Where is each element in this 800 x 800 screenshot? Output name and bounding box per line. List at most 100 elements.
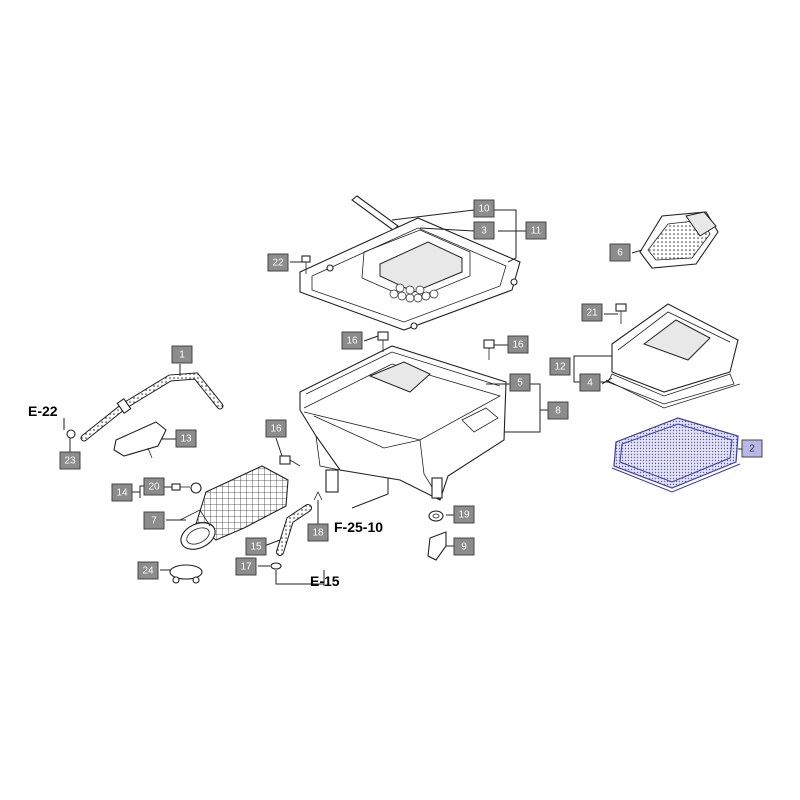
- callout-21[interactable]: 21: [581, 303, 603, 322]
- callout-number: 23: [64, 456, 76, 467]
- callout-box[interactable]: [341, 331, 363, 350]
- callout-box[interactable]: [235, 557, 257, 576]
- callout-box[interactable]: [549, 357, 571, 376]
- callout-box[interactable]: [265, 419, 287, 438]
- callout-16[interactable]: 16: [507, 335, 529, 354]
- callout-number: 11: [531, 226, 542, 237]
- part-17-clip: [270, 562, 282, 570]
- part-10-strip: [351, 195, 399, 231]
- leader-lines: [63, 209, 742, 586]
- callout-box[interactable]: [59, 451, 81, 470]
- part-13-cap: [113, 421, 167, 459]
- part-18-clip: [313, 491, 323, 501]
- callout-box[interactable]: [547, 401, 569, 420]
- callout-box[interactable]: [175, 429, 197, 448]
- callout-number: 22: [272, 258, 284, 269]
- callout-13[interactable]: 13: [175, 429, 197, 448]
- part-2-air-filter[interactable]: [611, 417, 741, 493]
- part-7-intake-duct: [179, 465, 289, 550]
- callout-box[interactable]: [741, 439, 763, 458]
- ref-e22[interactable]: E-22: [28, 403, 58, 419]
- part-3-cover-gasket: [299, 217, 521, 331]
- callout-box[interactable]: [473, 221, 495, 240]
- callout-number: 16: [270, 424, 282, 435]
- callout-box[interactable]: [143, 477, 165, 496]
- callout-16[interactable]: 16: [341, 331, 363, 350]
- callout-6[interactable]: 6: [609, 243, 631, 262]
- callout-box[interactable]: [245, 537, 267, 556]
- callout-19[interactable]: 19: [453, 505, 475, 524]
- callout-14[interactable]: 14: [111, 483, 133, 502]
- part-23-clip: [66, 429, 76, 439]
- callout-24[interactable]: 24: [137, 561, 159, 580]
- callout-box[interactable]: [267, 253, 289, 272]
- part-20-screw: [171, 482, 202, 494]
- callout-22[interactable]: 22: [267, 253, 289, 272]
- part-6-grille: [639, 211, 719, 269]
- callout-18[interactable]: 18: [307, 523, 329, 542]
- callout-box[interactable]: [473, 199, 495, 218]
- callout-11[interactable]: 11: [525, 221, 547, 240]
- callout-2[interactable]: 2: [741, 439, 763, 458]
- part-22-bolt: [301, 255, 311, 274]
- callout-9[interactable]: 9: [453, 537, 475, 556]
- callout-17[interactable]: 17: [235, 557, 257, 576]
- callout-number: 10: [478, 204, 490, 215]
- callout-box[interactable]: [453, 537, 475, 556]
- callout-number: 18: [312, 528, 324, 539]
- callout-23[interactable]: 23: [59, 451, 81, 470]
- callout-number: 13: [180, 434, 192, 445]
- callout-number: 3: [481, 226, 487, 237]
- callout-box[interactable]: [111, 483, 133, 502]
- part-16-bolt-b: [483, 339, 495, 360]
- callout-8[interactable]: 8: [547, 401, 569, 420]
- callout-number: 5: [517, 378, 523, 389]
- callout-number: 16: [346, 336, 358, 347]
- callout-12[interactable]: 12: [549, 357, 571, 376]
- part-12-upper-cover: [605, 303, 741, 409]
- part-5-airbox-housing: [299, 345, 507, 501]
- ref-f2510[interactable]: F-25-10: [334, 519, 383, 535]
- part-1-breather-hose: [80, 372, 224, 442]
- callout-box[interactable]: [143, 511, 165, 530]
- callout-1[interactable]: 1: [171, 345, 193, 364]
- callout-number: 12: [554, 362, 566, 373]
- callout-box[interactable]: [509, 373, 531, 392]
- callout-20[interactable]: 20: [143, 477, 165, 496]
- callout-number: 15: [250, 542, 262, 553]
- callout-box[interactable]: [453, 505, 475, 524]
- callout-16[interactable]: 16: [265, 419, 287, 438]
- part-15-drain-hose: [276, 504, 312, 556]
- callout-number: 14: [116, 488, 128, 499]
- callout-box[interactable]: [579, 373, 601, 392]
- callout-box[interactable]: [507, 335, 529, 354]
- callout-number: 6: [617, 248, 623, 259]
- callout-number: 21: [586, 308, 598, 319]
- part-19-clip: [428, 510, 444, 522]
- callout-7[interactable]: 7: [143, 511, 165, 530]
- callout-box[interactable]: [609, 243, 631, 262]
- callout-15[interactable]: 15: [245, 537, 267, 556]
- callout-box[interactable]: [525, 221, 547, 240]
- callout-number: 17: [240, 562, 252, 573]
- part-16-bolt-c: [279, 455, 301, 467]
- callout-4[interactable]: 4: [579, 373, 601, 392]
- part-21-bolt: [615, 303, 627, 324]
- ref-e15[interactable]: E-15: [310, 573, 340, 589]
- callout-number: 19: [458, 510, 470, 521]
- callout-number: 4: [587, 378, 593, 389]
- part-24-clamp: [169, 564, 203, 584]
- callout-box[interactable]: [307, 523, 329, 542]
- callout-box[interactable]: [581, 303, 603, 322]
- callout-number: 2: [749, 444, 755, 455]
- callout-number: 9: [461, 542, 467, 553]
- callout-3[interactable]: 3: [473, 221, 495, 240]
- callout-box[interactable]: [137, 561, 159, 580]
- callout-number: 24: [142, 566, 154, 577]
- part-9-drain-plug: [427, 531, 447, 561]
- callout-box[interactable]: [171, 345, 193, 364]
- callout-10[interactable]: 10: [473, 199, 495, 218]
- callout-5[interactable]: 5: [509, 373, 531, 392]
